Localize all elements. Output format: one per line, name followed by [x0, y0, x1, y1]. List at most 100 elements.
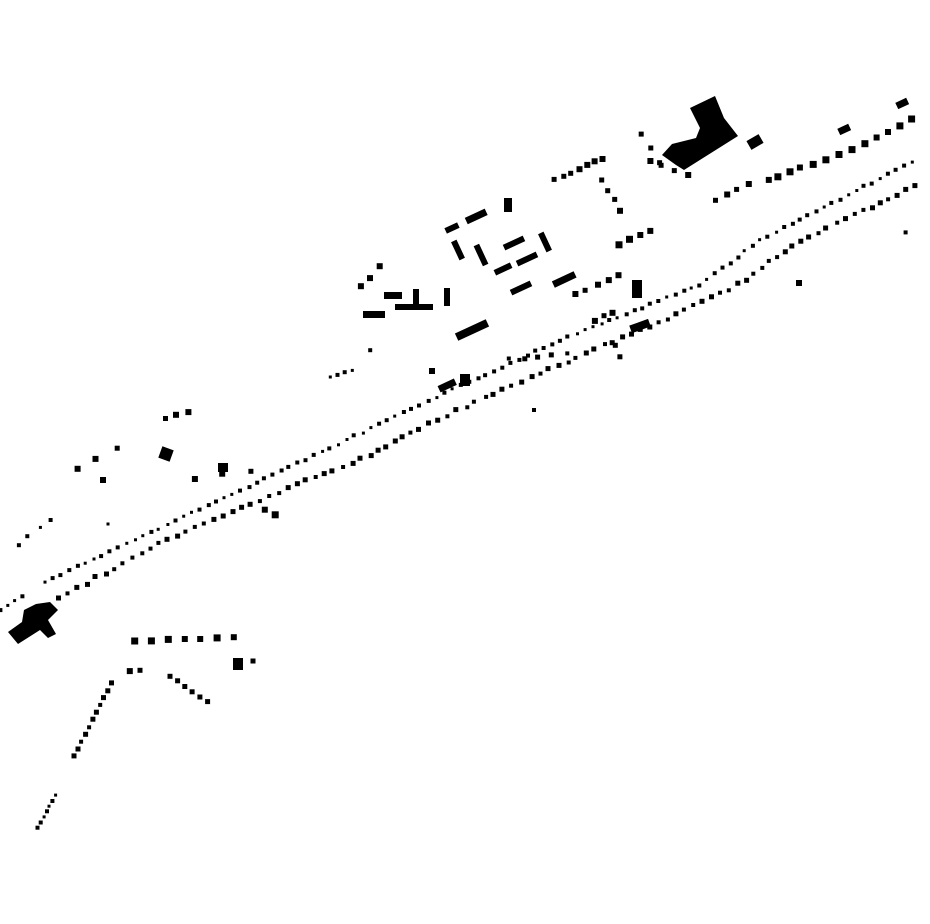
- building: [822, 205, 826, 209]
- building: [125, 541, 129, 545]
- building: [894, 192, 900, 198]
- building: [515, 251, 539, 267]
- building: [201, 521, 206, 526]
- building: [861, 183, 866, 188]
- building: [444, 288, 450, 306]
- building: [173, 411, 179, 418]
- building: [685, 172, 692, 178]
- building: [545, 366, 551, 372]
- building: [519, 379, 525, 385]
- building: [58, 573, 63, 578]
- building: [509, 383, 514, 388]
- building: [247, 485, 252, 490]
- building: [765, 234, 770, 239]
- building: [126, 668, 133, 675]
- building: [337, 443, 340, 447]
- building: [751, 271, 756, 276]
- building: [852, 211, 857, 216]
- building: [565, 351, 570, 356]
- building: [789, 243, 795, 249]
- building: [442, 390, 447, 395]
- building: [393, 414, 397, 418]
- building: [742, 249, 746, 253]
- building: [591, 158, 598, 165]
- building: [638, 131, 644, 137]
- building: [532, 408, 536, 412]
- building: [214, 499, 218, 504]
- building: [551, 271, 577, 288]
- building: [712, 271, 717, 276]
- building: [0, 608, 3, 613]
- building: [109, 680, 114, 686]
- building: [295, 460, 300, 465]
- building: [612, 196, 618, 202]
- building: [814, 209, 819, 214]
- building: [83, 731, 89, 737]
- building: [736, 255, 741, 260]
- building: [665, 295, 669, 299]
- building: [603, 342, 607, 347]
- building: [861, 140, 869, 148]
- building: [617, 207, 623, 214]
- building: [453, 407, 459, 413]
- building: [164, 635, 172, 643]
- building: [114, 445, 120, 451]
- building: [699, 298, 705, 304]
- building: [92, 574, 98, 579]
- building: [45, 809, 49, 814]
- building: [106, 522, 110, 526]
- building-large-southwest: [8, 602, 58, 644]
- building: [363, 311, 385, 318]
- building: [164, 536, 170, 542]
- building: [181, 636, 188, 642]
- building: [647, 227, 654, 234]
- building: [16, 543, 21, 548]
- building: [760, 265, 765, 270]
- building: [175, 533, 181, 539]
- building: [182, 514, 186, 518]
- building: [233, 658, 243, 670]
- building: [460, 374, 470, 386]
- building: [156, 527, 160, 531]
- building: [885, 171, 890, 176]
- building: [878, 177, 882, 181]
- building: [910, 160, 914, 164]
- building: [713, 197, 718, 203]
- building: [735, 280, 741, 286]
- building: [484, 394, 489, 399]
- building: [797, 217, 802, 222]
- building: [99, 554, 104, 559]
- building: [538, 231, 552, 253]
- building: [192, 524, 197, 529]
- building: [409, 406, 413, 411]
- building: [104, 571, 109, 577]
- building: [239, 504, 245, 510]
- building: [167, 673, 173, 679]
- building: [609, 309, 616, 316]
- building: [383, 444, 389, 450]
- building: [829, 200, 834, 205]
- building: [42, 815, 46, 819]
- building: [205, 699, 211, 705]
- building: [197, 694, 203, 700]
- building: [502, 235, 526, 251]
- building: [720, 265, 725, 270]
- building: [120, 561, 125, 566]
- building: [903, 186, 909, 192]
- building: [724, 191, 731, 198]
- building: [847, 193, 851, 197]
- building: [467, 379, 472, 384]
- building: [647, 324, 653, 330]
- building: [689, 286, 693, 290]
- building: [134, 538, 137, 542]
- building: [429, 368, 435, 374]
- building: [377, 421, 382, 426]
- building: [599, 156, 606, 162]
- building: [591, 325, 595, 329]
- building: [218, 463, 228, 472]
- building: [361, 431, 365, 435]
- building: [261, 476, 266, 481]
- building: [637, 326, 643, 332]
- building: [728, 261, 733, 266]
